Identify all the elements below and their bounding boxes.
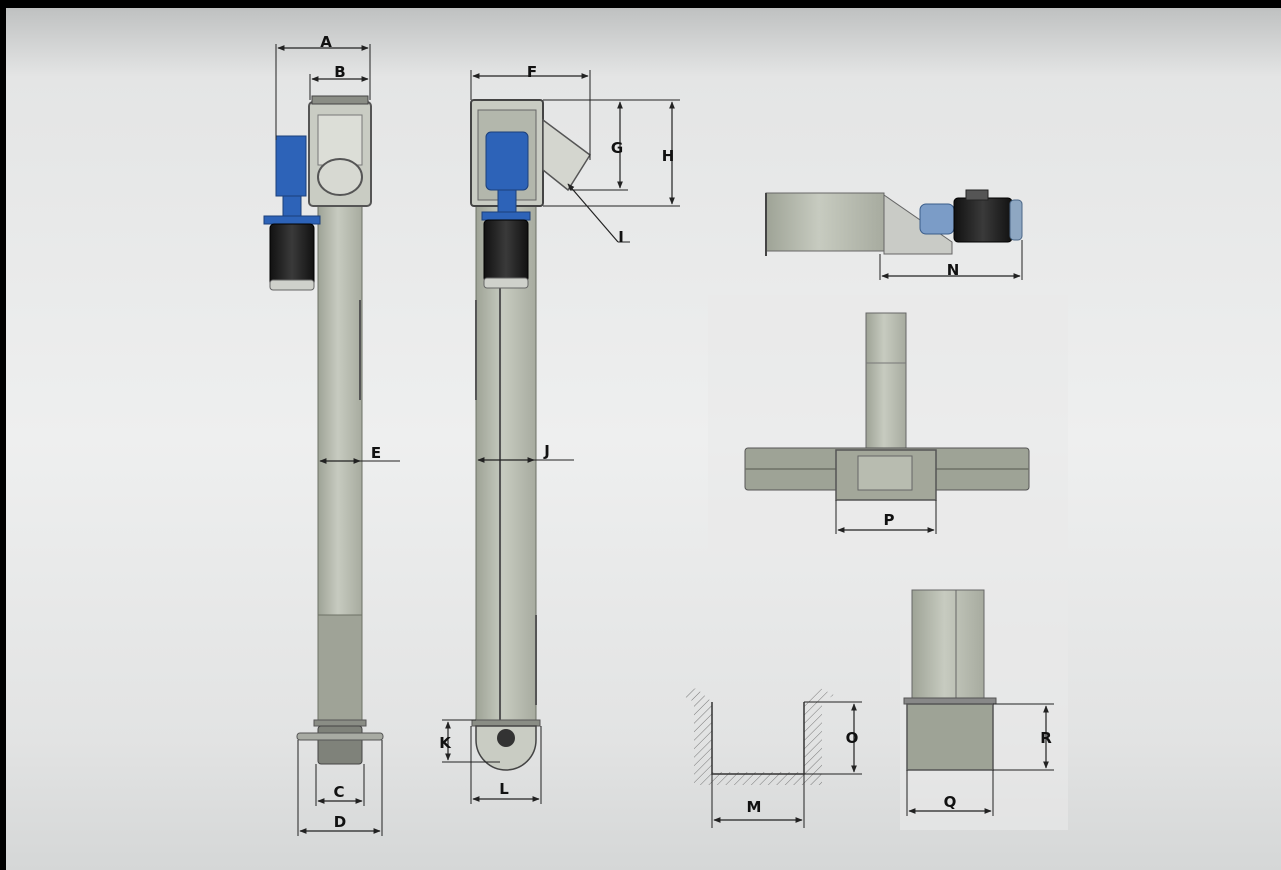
label-M: M [747, 798, 762, 816]
label-H: H [662, 147, 675, 165]
label-B: B [334, 63, 345, 81]
label-D: D [334, 813, 346, 831]
label-Q: Q [944, 793, 957, 811]
side-motor-gearbox [275, 135, 307, 197]
label-F: F [527, 63, 537, 81]
pit-section-view: O M [682, 688, 862, 828]
front-boot [475, 725, 537, 771]
label-P: P [884, 511, 895, 529]
label-O: O [846, 729, 859, 747]
pit-outline [711, 702, 805, 775]
label-J: J [543, 442, 550, 460]
front-tube [475, 204, 537, 726]
label-R: R [1040, 729, 1052, 747]
boot-upper-tube [911, 589, 985, 703]
front-motor [483, 219, 529, 283]
label-I: I [618, 228, 624, 246]
label-E: E [371, 444, 381, 462]
front-motor-gearbox [485, 131, 529, 191]
side-tube-lower-section [317, 614, 363, 721]
label-N: N [947, 261, 960, 279]
leader-line-I [567, 183, 619, 243]
side-elevation-view: A B E C D [263, 33, 400, 836]
horizontal-trough [765, 192, 885, 252]
horizontal-drive-view: N [765, 189, 1023, 280]
label-K: K [439, 734, 452, 752]
label-A: A [320, 33, 332, 51]
boot-base-block [906, 703, 994, 771]
front-elevation-view: F G H I J K L [439, 63, 680, 804]
label-G: G [611, 139, 623, 157]
vertical-pipe-section [865, 312, 907, 456]
side-motor [269, 223, 315, 287]
pit-hatching [682, 688, 834, 785]
side-boot [317, 725, 363, 765]
tee-junction-view: P [708, 295, 1068, 570]
label-L: L [499, 780, 509, 798]
drawing-background [6, 8, 1281, 870]
boot-base-view: R Q [900, 580, 1068, 830]
label-C: C [333, 783, 344, 801]
horizontal-motor [953, 197, 1013, 243]
